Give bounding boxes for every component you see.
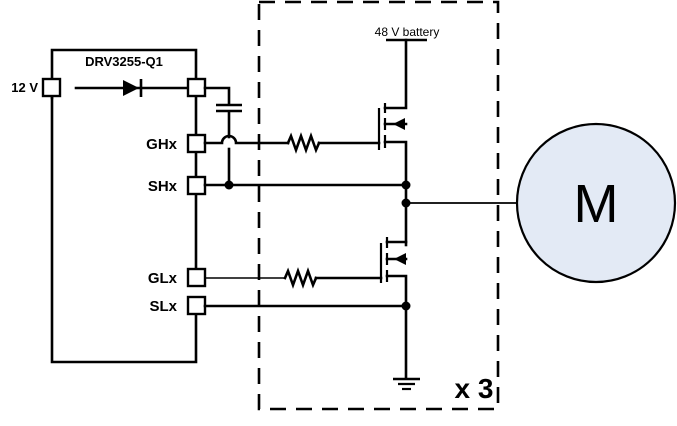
high-side-mosfet-icon [377,38,408,187]
pin-ghx-label: GHx [146,136,178,153]
pin-slx [186,295,207,316]
pin-shx [186,175,207,196]
chip-outline-top [50,48,198,100]
pin-glx [186,267,207,288]
bootstrap-cap-wire [203,86,231,106]
motor-icon [515,122,677,284]
pin-slx-label: SLx [149,298,177,315]
driver-chip: DRV3255-Q1 [50,48,198,364]
low-side-mosfet-icon [379,237,408,380]
diode-icon [123,80,139,96]
half-bridge-boundary [257,0,500,411]
supply-label: 48 V battery [375,25,440,39]
chip-outline-bottom [50,96,198,364]
gate-resistor-high-icon [286,132,321,154]
gh-wire [203,134,290,145]
pin-glx-label: GLx [148,270,178,287]
pin-ghx [186,133,207,154]
pin-bootstrap [186,77,207,98]
motor-label: M [574,174,619,234]
chip-name: DRV3255-Q1 [85,54,163,69]
multiplier-label: x 3 [455,373,494,404]
junction-dot [401,301,411,311]
pin-shx-label: SHx [148,178,178,195]
gate-resistor-low-icon [283,267,318,289]
junction-dot [224,180,234,190]
pin-12v [41,77,62,98]
pin-12v-label: 12 V [11,80,38,95]
ground-icon [393,377,420,391]
